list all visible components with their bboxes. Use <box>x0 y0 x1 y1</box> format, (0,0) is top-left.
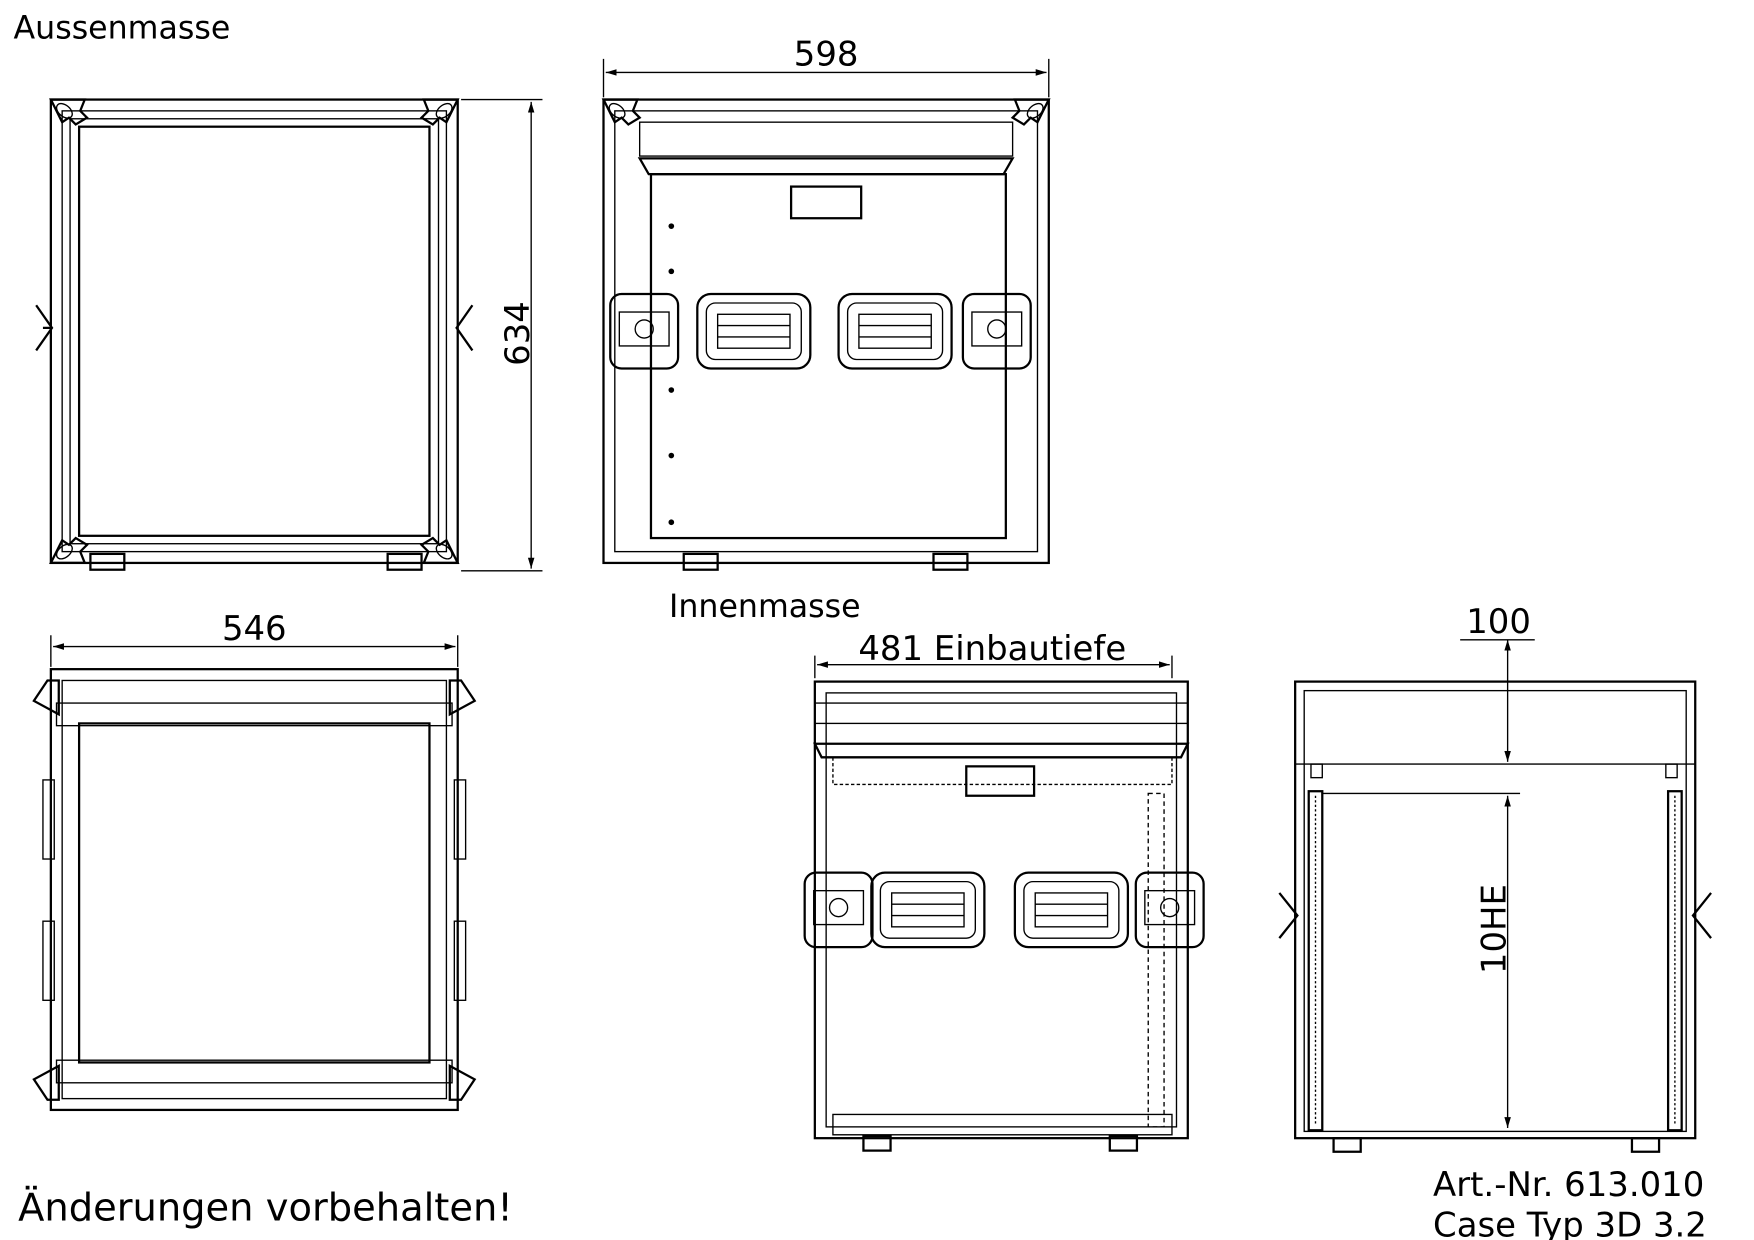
inner-frame-view: 546 <box>32 609 477 1112</box>
outer-width-dimension: 598 <box>794 35 859 74</box>
outer-dimensions-label: Aussenmasse <box>14 11 231 47</box>
side-view: 100 10HE <box>1278 602 1712 1153</box>
lid-depth-dimension: 100 <box>1466 602 1531 641</box>
front-frame-view: 634 <box>35 98 543 572</box>
front-handles-view: 598 <box>602 35 1050 571</box>
outer-height-dimension: 634 <box>498 301 537 366</box>
inner-dimensions-label: Innenmasse <box>669 589 861 625</box>
case-type: Case Typ 3D 3.2 <box>1433 1205 1707 1240</box>
mounting-depth-dimension: 481 Einbautiefe <box>858 629 1126 668</box>
inner-width-dimension: 546 <box>222 609 287 648</box>
disclaimer-text: Änderungen vorbehalten! <box>18 1185 513 1231</box>
rack-units-dimension: 10HE <box>1474 884 1513 974</box>
article-number: Art.-Nr. 613.010 <box>1433 1165 1704 1204</box>
inner-handles-view: 481 Einbautiefe <box>803 629 1205 1152</box>
